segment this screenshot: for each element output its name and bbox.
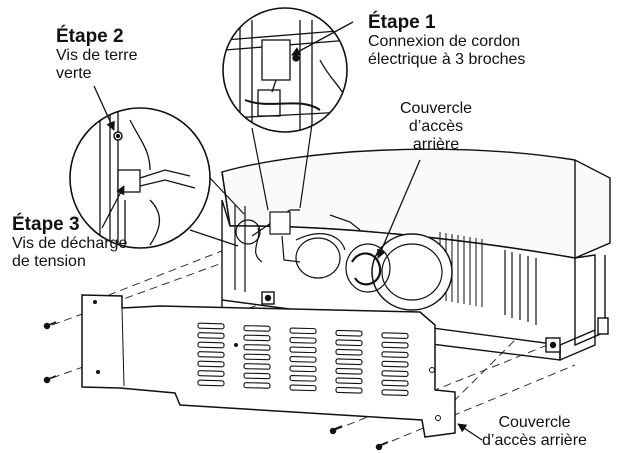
louver-slot bbox=[335, 367, 363, 375]
loose-screws bbox=[43, 321, 389, 451]
louver-slot bbox=[289, 327, 317, 335]
louver-slot bbox=[197, 370, 225, 377]
louver-slot bbox=[289, 384, 317, 392]
step1-title: Étape 1 bbox=[368, 12, 436, 33]
step1-line-1: Connexion de cordon bbox=[368, 33, 521, 50]
louver-slot bbox=[243, 334, 271, 342]
louver-slot bbox=[381, 341, 409, 349]
louver-slot bbox=[289, 336, 317, 344]
louver-slot bbox=[381, 360, 409, 368]
louver-slot bbox=[243, 363, 271, 370]
step3-line-1: Vis de décharge bbox=[12, 235, 128, 252]
louver-slot bbox=[243, 325, 271, 332]
louver-slot bbox=[335, 358, 363, 366]
louver-slot bbox=[243, 372, 271, 380]
step1-line-2: électrique à 3 broches bbox=[368, 51, 526, 68]
rear-cover-lower-label: Couvercle d’accès arrière bbox=[482, 414, 587, 450]
louver-slot bbox=[197, 332, 225, 339]
step1-label: Étape 1 Connexion de cordon électrique à… bbox=[368, 12, 525, 69]
louver-slot bbox=[381, 370, 409, 377]
louver-slot bbox=[243, 382, 271, 389]
louver-slot bbox=[197, 379, 225, 387]
louver-slot bbox=[381, 332, 409, 339]
step3-title: Étape 3 bbox=[12, 214, 80, 235]
rear-cover-upper-label: Couvercle d’accès arrière bbox=[400, 100, 472, 154]
internal-components bbox=[234, 205, 537, 325]
louver-slot bbox=[289, 346, 317, 354]
rear-access-cover-panel bbox=[81, 294, 456, 438]
rear-cover-upper-line-2: d’accès bbox=[408, 118, 464, 135]
louver-slot bbox=[381, 379, 409, 387]
louver-slot bbox=[289, 355, 317, 363]
louver-slot bbox=[243, 344, 271, 351]
louver-slot bbox=[243, 353, 271, 361]
louver-slot bbox=[381, 351, 409, 358]
louver-slot bbox=[335, 348, 363, 356]
louver-slot bbox=[289, 365, 317, 373]
rear-cover-upper-line-3: arrière bbox=[412, 136, 460, 153]
louver-slot bbox=[197, 360, 225, 368]
louver-slot bbox=[335, 339, 363, 347]
step3-label: Étape 3 Vis de décharge de tension bbox=[12, 214, 127, 271]
step3-line-2: de tension bbox=[12, 253, 86, 270]
step2-line-2: verte bbox=[56, 65, 92, 82]
louver-slot bbox=[335, 377, 363, 385]
step2-title: Étape 2 bbox=[56, 26, 124, 47]
rear-cover-lower-line-2: d’accès arrière bbox=[482, 432, 587, 449]
rear-cover-lower-line-1: Couvercle bbox=[498, 414, 571, 431]
louver-slots bbox=[197, 322, 409, 396]
step2-label: Étape 2 Vis de terre verte bbox=[56, 26, 138, 83]
detail-circle-power-cord bbox=[222, 7, 348, 211]
louver-slot bbox=[335, 386, 363, 394]
louver-slot bbox=[289, 374, 317, 382]
callout-leader-lines bbox=[93, 21, 483, 441]
louver-slot bbox=[197, 322, 225, 330]
louver-slot bbox=[381, 389, 409, 396]
louver-slot bbox=[197, 351, 225, 358]
louver-slot bbox=[197, 341, 225, 349]
rear-cover-upper-line-1: Couvercle bbox=[400, 100, 473, 117]
louver-slot bbox=[335, 329, 363, 337]
step2-line-1: Vis de terre bbox=[56, 47, 138, 64]
